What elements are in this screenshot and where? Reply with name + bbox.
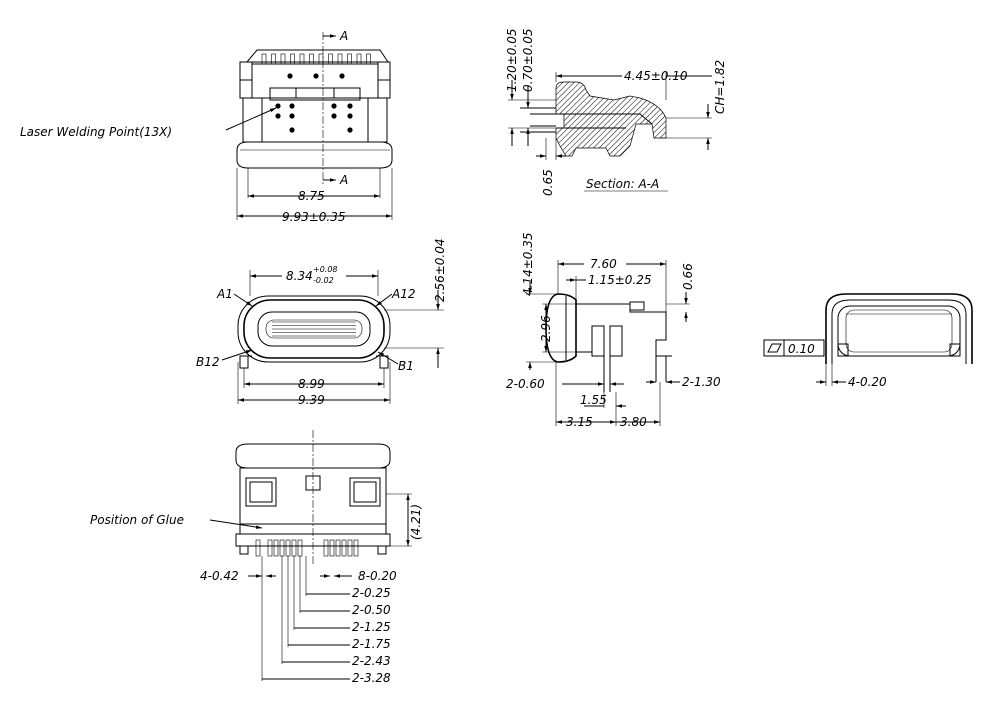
- bottom-pin: [285, 539, 291, 557]
- dim-bottom-421: (4.21): [409, 504, 423, 540]
- dim-bottom-2-175: 2-1.75: [352, 637, 391, 651]
- dim-top-outer-width: 9.93±0.35: [282, 210, 346, 224]
- laser-weld-points: [275, 73, 353, 133]
- dim-side-115: 1.15±0.25: [588, 273, 652, 287]
- dim-front-height: 2.56±0.04: [433, 239, 447, 303]
- pin-label-a12: A12: [391, 287, 415, 301]
- bottom-pin: [279, 539, 285, 557]
- dim-bottom-4-042: 4-0.42: [200, 569, 239, 583]
- dim-bottom-2-243: 2-2.43: [352, 654, 391, 668]
- weld-dot: [347, 113, 353, 119]
- dim-side-414: 4.14±0.35: [521, 233, 535, 297]
- weld-dot: [313, 73, 319, 79]
- weld-dot: [331, 113, 337, 119]
- weld-dot: [347, 127, 353, 133]
- dim-side-2-060: 2-0.60: [506, 377, 545, 391]
- dim-bottom-2-025: 2-0.25: [352, 586, 391, 600]
- bottom-pin: [335, 539, 341, 557]
- flatness-view: 0.10 4-0.20: [763, 293, 973, 389]
- glue-label: Position of Glue: [90, 513, 184, 527]
- bottom-pin: [291, 539, 297, 557]
- flatness-icon: [767, 343, 782, 353]
- pitch-dimensions: [261, 556, 350, 681]
- bottom-pin: [267, 539, 273, 557]
- laser-welding-label: Laser Welding Point(13X): [20, 125, 172, 139]
- bottom-pin: [353, 539, 359, 557]
- dim-front-899: 8.99: [298, 377, 325, 391]
- bottom-pin: [341, 539, 347, 557]
- dim-side-155: 1.55: [580, 393, 607, 407]
- bottom-pin: [273, 539, 279, 557]
- weld-dot: [289, 103, 295, 109]
- bottom-pin: [329, 539, 335, 557]
- weld-dot: [275, 113, 281, 119]
- weld-dot: [347, 103, 353, 109]
- dim-bottom-2-050: 2-0.50: [352, 603, 391, 617]
- pin-label-b1: B1: [398, 359, 414, 373]
- dim-section-070: 0.70±0.05: [521, 29, 535, 93]
- dim-side-296: 2.96: [539, 315, 553, 342]
- dim-section-ch: CH=1.82: [713, 60, 727, 114]
- section-mark-top: A: [339, 29, 348, 43]
- bottom-pin: [297, 539, 303, 557]
- weld-dot: [339, 73, 345, 79]
- front-contacts: [272, 321, 356, 337]
- dim-side-2-130: 2-1.30: [682, 375, 721, 389]
- dim-section-065: 0.65: [541, 169, 555, 196]
- dim-front-939: 9.39: [298, 393, 325, 407]
- bottom-pin: [347, 539, 353, 557]
- flatness-value: 0.10: [788, 342, 815, 356]
- dim-bottom-8-020: 8-0.20: [358, 569, 397, 583]
- dim-front-width-tol-dn: -0.02: [313, 276, 334, 285]
- weld-dot: [289, 127, 295, 133]
- dim-bottom-2-328: 2-3.28: [352, 671, 391, 685]
- bottom-pin: [323, 539, 329, 557]
- dim-top-inner-width: 8.75: [298, 189, 325, 203]
- dim-side-066: 0.66: [681, 263, 695, 290]
- dim-bottom-2-125: 2-1.25: [352, 620, 391, 634]
- section-title: Section: A-A: [586, 177, 659, 191]
- weld-dot: [287, 73, 293, 79]
- dim-front-width: 8.34: [286, 269, 313, 283]
- bottom-view: Position of Glue (4.21) 4-0.42 8-0.20 2-…: [90, 430, 423, 685]
- weld-dot: [289, 113, 295, 119]
- dim-side-380: 3.80: [620, 415, 647, 429]
- pin-label-a1: A1: [216, 287, 233, 301]
- front-view: 8.34 +0.08 -0.02 2.56±0.04 A1 A12 B12 B1…: [196, 239, 447, 408]
- dim-front-width-tol-up: +0.08: [313, 265, 338, 274]
- top-view: A A Laser Welding Point(13X) 8.75 9.93±0…: [20, 29, 393, 224]
- section-mark-bottom: A: [339, 173, 348, 187]
- weld-dot: [275, 103, 281, 109]
- weld-dot: [331, 103, 337, 109]
- bottom-pin: [255, 539, 261, 557]
- dim-section-120: 1.20±0.05: [505, 29, 519, 93]
- bottom-pin-row: [255, 539, 359, 557]
- pin-label-b12: B12: [196, 355, 220, 369]
- side-view: 4.14±0.35 2.96 7.60 1.15±0.25 0.66 2-0.6…: [506, 233, 721, 430]
- dim-side-760: 7.60: [590, 257, 617, 271]
- dim-section-445: 4.45±0.10: [624, 69, 688, 83]
- section-view: 1.20±0.05 0.70±0.05 4.45±0.10 CH=1.82 0.…: [505, 29, 727, 197]
- dim-leg-width: 4-0.20: [848, 375, 887, 389]
- dim-side-315: 3.15: [566, 415, 593, 429]
